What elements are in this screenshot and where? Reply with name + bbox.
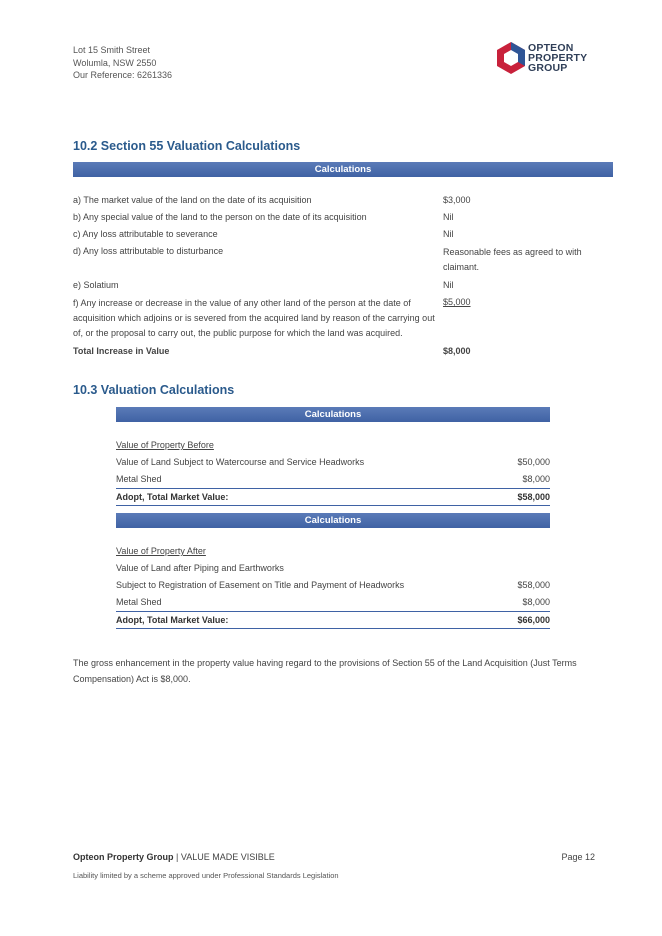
total-value: $66,000 xyxy=(517,615,550,625)
calc-label: b) Any special value of the land to the … xyxy=(73,212,367,222)
calc-row: a) The market value of the land on the d… xyxy=(73,194,613,207)
address-block: Lot 15 Smith Street Wolumla, NSW 2550 Ou… xyxy=(73,44,172,82)
footer: Opteon Property Group | VALUE MADE VISIB… xyxy=(73,852,595,862)
calc-label: a) The market value of the land on the d… xyxy=(73,195,312,205)
value-before-table: Value of Property Before Value of Land S… xyxy=(116,437,550,506)
table-row: Subject to Registration of Easement on T… xyxy=(116,577,550,594)
address-line: Lot 15 Smith Street xyxy=(73,45,151,55)
total-row: Adopt, Total Market Value: $66,000 xyxy=(116,611,550,629)
total-label: Adopt, Total Market Value: xyxy=(116,615,229,625)
total-row: Adopt, Total Market Value: $58,000 xyxy=(116,488,550,506)
row-label: Metal Shed xyxy=(116,474,162,484)
table-subtitle: Value of Property Before xyxy=(116,440,214,450)
calculations-banner: Calculations xyxy=(116,513,550,528)
section-10-2-title: 10.2 Section 55 Valuation Calculations xyxy=(73,139,301,153)
logo-line: GROUP xyxy=(528,62,568,74)
row-value: $50,000 xyxy=(517,457,550,467)
calc-row: d) Any loss attributable to disturbance … xyxy=(73,245,613,275)
calc-value: $5,000 xyxy=(443,297,471,307)
total-value: $58,000 xyxy=(517,492,550,502)
calc-value: Nil xyxy=(443,280,454,290)
calc-label: f) Any increase or decrease in the value… xyxy=(73,298,435,338)
calc-label: e) Solatium xyxy=(73,280,119,290)
calculations-banner: Calculations xyxy=(116,407,550,422)
table-subtitle: Value of Property After xyxy=(116,546,206,556)
footer-separator: | xyxy=(173,852,181,862)
table-row: Metal Shed $8,000 xyxy=(116,471,550,488)
calc-value: Nil xyxy=(443,229,454,239)
total-label: Total Increase in Value xyxy=(73,346,170,356)
calculations-banner: Calculations xyxy=(73,162,613,177)
section-55-calculations: a) The market value of the land on the d… xyxy=(73,194,613,362)
address-line: Wolumla, NSW 2550 xyxy=(73,57,157,68)
row-label: Subject to Registration of Easement on T… xyxy=(116,580,405,590)
calc-label: c) Any loss attributable to severance xyxy=(73,229,218,239)
logo-line: OPTEON xyxy=(528,42,574,54)
table-row: Metal Shed $8,000 xyxy=(116,594,550,611)
table-row: Value of Land after Piping and Earthwork… xyxy=(116,563,284,573)
page-number: Page 12 xyxy=(561,852,595,862)
calc-value: Nil xyxy=(443,212,454,222)
logo-wordmark: OPTEON PROPERTY GROUP xyxy=(528,42,588,74)
row-label: Metal Shed xyxy=(116,597,162,607)
calc-row: c) Any loss attributable to severance Ni… xyxy=(73,228,613,241)
calc-label: d) Any loss attributable to disturbance xyxy=(73,246,224,256)
total-label: Adopt, Total Market Value: xyxy=(116,492,229,502)
row-value: $8,000 xyxy=(522,597,550,607)
logo-line: PROPERTY xyxy=(528,52,588,64)
section-10-3-title: 10.3 Valuation Calculations xyxy=(73,383,235,397)
total-value: $8,000 xyxy=(443,346,471,356)
total-increase-row: Total Increase in Value $8,000 xyxy=(73,345,613,358)
row-label: Value of Land Subject to Watercourse and… xyxy=(116,457,365,467)
calc-value: $3,000 xyxy=(443,195,471,205)
opteon-hexagon-logo-icon xyxy=(497,42,525,74)
value-after-table: Value of Property After Value of Land af… xyxy=(116,543,550,629)
footer-tagline: VALUE MADE VISIBLE xyxy=(180,852,275,862)
row-value: $58,000 xyxy=(517,580,550,590)
footer-brand: Opteon Property Group xyxy=(73,852,174,862)
table-row: Value of Land Subject to Watercourse and… xyxy=(116,454,550,471)
calc-row: b) Any special value of the land to the … xyxy=(73,211,613,224)
calc-row: e) Solatium Nil xyxy=(73,279,613,292)
row-value: $8,000 xyxy=(522,474,550,484)
legal-notice: Liability limited by a scheme approved u… xyxy=(73,871,339,880)
reference-line: Our Reference: 6261336 xyxy=(73,70,173,80)
summary-paragraph: The gross enhancement in the property va… xyxy=(73,658,577,684)
company-logo: OPTEON PROPERTY GROUP xyxy=(497,42,597,82)
calc-value: Reasonable fees as agreed to with claima… xyxy=(443,247,582,272)
calc-row: f) Any increase or decrease in the value… xyxy=(73,296,613,341)
